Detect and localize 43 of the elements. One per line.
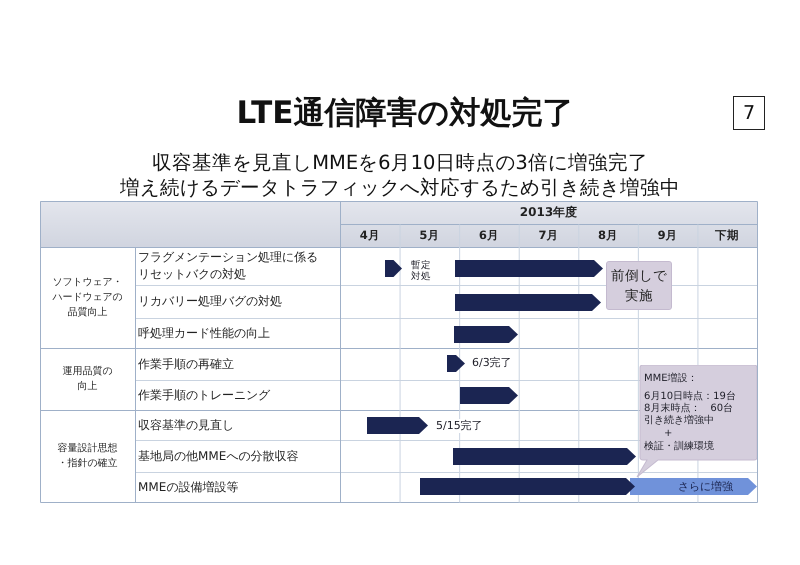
task-label: フラグメンテーション処理に係るリセットバクの対処: [138, 249, 319, 283]
callout-box: [636, 365, 757, 478]
month-header: 下期: [715, 228, 740, 243]
category-label: 容量設計思想・指針の確立: [56, 442, 118, 471]
month-header: 5月: [419, 228, 440, 243]
category-label: ソフトウェア・ハードウェアの品質向上: [52, 276, 124, 320]
task-label: 作業手順のトレーニング: [138, 386, 270, 404]
schedule-bar: [447, 355, 465, 372]
callout-text: 引き続き増強中: [644, 415, 714, 427]
task-label: 収容基準の見直し: [138, 416, 234, 434]
callout-text: +: [664, 428, 672, 440]
subtitle: 増え続けるデータトラフィックへ対応するため引き続き増強中: [120, 176, 680, 200]
schedule-bar: さらに増強: [630, 478, 757, 495]
month-header: 8月: [598, 228, 618, 243]
status-note: 6/3完了: [472, 356, 512, 370]
month-header: 9月: [658, 228, 678, 243]
callout-text: 8月末時点： 60台: [644, 403, 734, 414]
year-header: 2013年度: [520, 204, 578, 221]
task-label: 呼処理カード性能の向上: [138, 324, 270, 342]
month-header: 6月: [478, 228, 499, 243]
callout-heading: MME増設：: [644, 373, 698, 385]
month-header: 7月: [538, 228, 558, 243]
schedule-bar: [453, 448, 636, 465]
subtitle: 収容基準を見直しMMEを6月10日時点の3倍に増強完了: [152, 151, 648, 175]
page-number-box: 7: [733, 96, 765, 130]
task-label: 作業手順の再確立: [138, 356, 234, 372]
status-note: 5/15完了: [436, 419, 483, 433]
title: LTE通信障害の対処完了: [236, 95, 574, 131]
schedule-bar: [455, 260, 603, 277]
schedule-bar: [455, 294, 601, 311]
task-label: リカバリー処理バグの対処: [138, 293, 282, 310]
schedule-bar: [460, 387, 518, 404]
schedule-bar: [367, 417, 428, 434]
callout-text: 6月10日時点：19台: [644, 391, 736, 402]
callout-box: 前倒しで実施: [606, 261, 672, 310]
month-header: 4月: [360, 228, 380, 243]
schedule-bar: [385, 260, 402, 277]
category-label: 運用品質の向上: [62, 364, 114, 394]
callout-text: 検証・訓練環境: [644, 441, 714, 453]
schedule-bar: [420, 478, 635, 495]
task-label: 基地局の他MMEへの分散収容: [138, 448, 298, 464]
task-label: MMEの設備増設等: [138, 478, 238, 496]
schedule-bar: [454, 326, 518, 343]
